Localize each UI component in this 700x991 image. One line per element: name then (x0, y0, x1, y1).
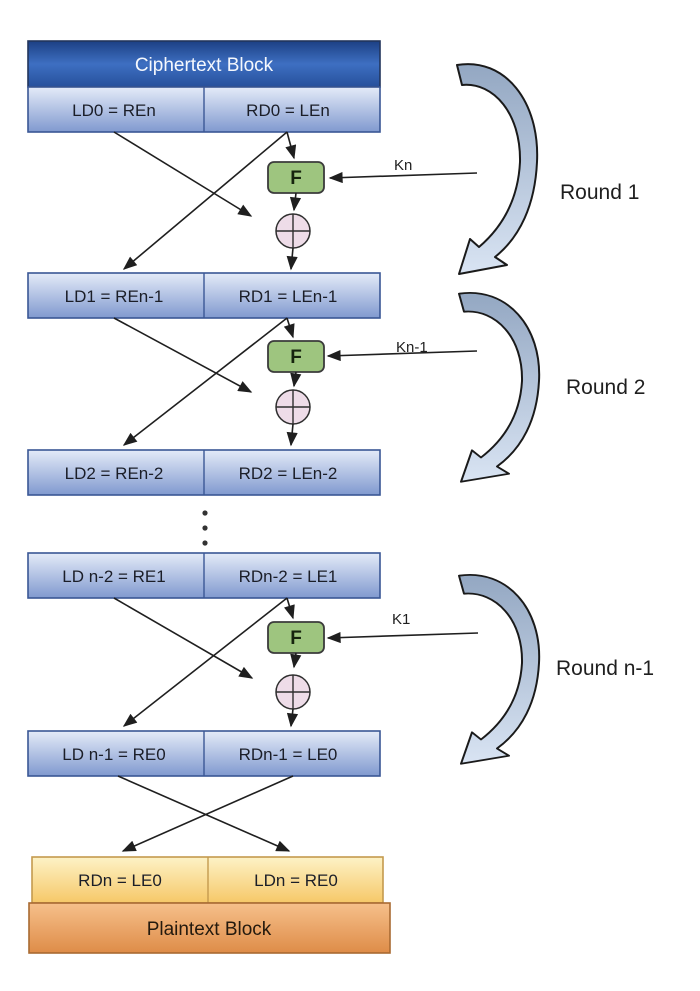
ciphertext-block-rect (27, 40, 381, 88)
row-ld0-rd0: LD0 = REn RD0 = LEn (27, 86, 381, 133)
plaintext-block-rect (28, 902, 391, 954)
cell-ld1: LD1 = REn-1 (65, 287, 164, 306)
cell-rd2: RD2 = LEn-2 (239, 464, 338, 483)
cell-ld2: LD2 = REn-2 (65, 464, 164, 483)
round-n1-label: Round n-1 (556, 657, 654, 680)
arrow-rd1-to-ld2 (122, 317, 288, 446)
row-rdn-ldn: RDn = LE0 LDn = RE0 (31, 856, 384, 904)
final-swap-arrows (117, 775, 294, 852)
key-label-k1: K1 (392, 611, 410, 628)
plaintext-block-label: Plaintext Block (147, 919, 272, 940)
arrow-rd1-to-f2 (283, 317, 295, 339)
xor-icon-2 (275, 389, 311, 425)
arrow-f3-to-xor3 (290, 652, 302, 669)
arrow-rdn1-to-rdn (121, 775, 294, 852)
ellipsis-dot-1 (202, 510, 208, 516)
arrow-xor2-to-rd2 (286, 423, 298, 447)
round-arrow-3 (458, 573, 541, 765)
row-ldn1-rdn1: LD n-1 = RE0 RDn-1 = LE0 (27, 730, 381, 777)
xor-icon-1 (275, 213, 311, 249)
arrow-f1-to-xor1 (289, 192, 302, 212)
cell-ldn: LDn = RE0 (254, 871, 338, 890)
arrow-ldn1-to-ldn (117, 775, 291, 852)
key-label-kn: Kn (394, 157, 412, 174)
arrow-f2-to-xor2 (290, 371, 302, 388)
arrow-rd0-to-ld1 (122, 131, 288, 270)
cell-rdn2: RDn-2 = LE1 (239, 567, 338, 586)
cell-ldn2: LD n-2 = RE1 (62, 567, 165, 586)
cell-rd0: RD0 = LEn (246, 101, 330, 120)
xor-icon-3 (275, 674, 311, 710)
cell-rdn: RDn = LE0 (78, 871, 162, 890)
arrow-ld0-to-xor1 (113, 131, 253, 217)
ellipsis-dot-3 (202, 540, 208, 546)
round1-wiring: F Kn (113, 131, 478, 271)
ellipsis-dots (202, 510, 208, 546)
row-ld1-rd1: LD1 = REn-1 RD1 = LEn-1 (27, 272, 381, 319)
f-function-label-3: F (290, 628, 302, 649)
arrow-rdn2-to-ldn1 (122, 597, 288, 727)
arrow-ld1-to-xor2 (113, 317, 253, 393)
arrow-rd0-to-f1 (285, 131, 297, 160)
arrow-ldn2-to-xor3 (113, 597, 254, 679)
key-arrow-kn (328, 171, 478, 184)
round-n1-wiring: F K1 (113, 597, 479, 728)
row-ldn2-rdn2: LD n-2 = RE1 RDn-2 = LE1 (27, 552, 381, 599)
arrow-xor1-to-rd1 (286, 247, 298, 271)
cell-ldn1: LD n-1 = RE0 (62, 745, 165, 764)
plaintext-block: Plaintext Block (28, 902, 391, 954)
key-arrow-kn-1 (326, 349, 478, 362)
round2-label: Round 2 (566, 376, 645, 399)
f-function-label-2: F (290, 347, 302, 368)
arrow-xor3-to-rdn1 (286, 708, 299, 728)
row-ld2-rd2: LD2 = REn-2 RD2 = LEn-2 (27, 449, 381, 496)
cell-rdn1: RDn-1 = LE0 (239, 745, 338, 764)
cell-ld0: LD0 = REn (72, 101, 156, 120)
round2-wiring: F Kn-1 (113, 317, 478, 447)
f-function-label-1: F (290, 168, 302, 189)
arrow-rdn2-to-f3 (284, 597, 295, 620)
round1-label: Round 1 (560, 181, 639, 204)
ciphertext-block-label: Ciphertext Block (135, 55, 274, 76)
key-arrow-k1 (326, 631, 479, 644)
key-label-kn-1: Kn-1 (396, 339, 428, 356)
cell-rd1: RD1 = LEn-1 (239, 287, 338, 306)
round-arrow-1 (456, 63, 539, 275)
ellipsis-dot-2 (202, 525, 208, 531)
round-arrow-2 (458, 291, 541, 483)
ciphertext-block: Ciphertext Block (27, 40, 381, 88)
